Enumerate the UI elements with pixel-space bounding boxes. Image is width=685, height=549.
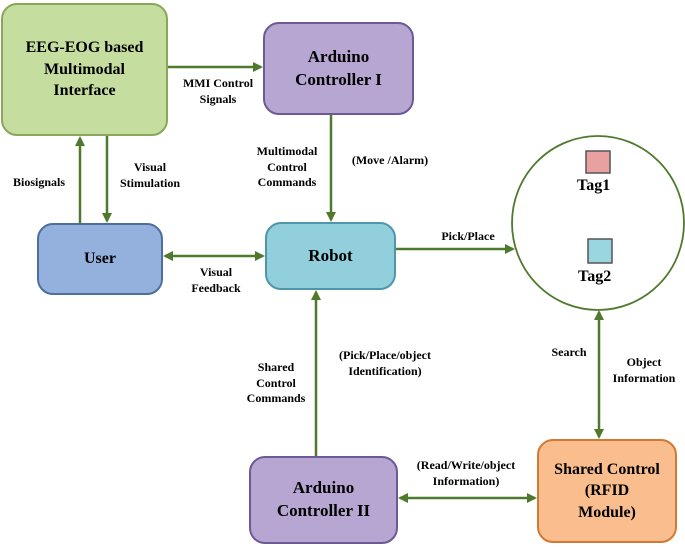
label-multimodal-control-commands: Multimodal Control Commands [256,144,318,190]
robot-box: Robot [265,222,396,290]
label-pick-place: Pick/Place [441,229,495,243]
shared-control-rfid-box: Shared Control (RFID Module) [537,439,677,543]
eeg-eog-interface-box: EEG-EOG based Multimodal Interface [1,3,168,136]
tags-circle [511,135,685,311]
tag2-square [587,238,613,264]
label-mmi-control-signals: MMI Control Signals [182,76,254,106]
label-shared-control-commands: Shared Control Commands [246,360,306,406]
arduino-controller-2-box: Arduino Controller II [249,456,398,544]
tag1-square [585,150,611,174]
label-visual-feedback: Visual Feedback [191,265,241,295]
label-read-write-object-information: (Read/Write/object Information) [416,458,516,488]
tag2-label: Tag2 [578,268,612,285]
label-object-information: Object Information [612,355,676,385]
label-move-alarm: (Move /Alarm) [351,153,429,167]
user-box: User [37,223,163,295]
tag1-label: Tag1 [577,177,611,194]
label-pick-place-object-identification: (Pick/Place/object Identification) [339,348,431,378]
label-biosignals: Biosignals [12,175,66,189]
label-visual-stimulation: Visual Stimulation [119,160,180,190]
label-search: Search [551,345,587,359]
arduino-controller-1-box: Arduino Controller I [263,22,414,115]
